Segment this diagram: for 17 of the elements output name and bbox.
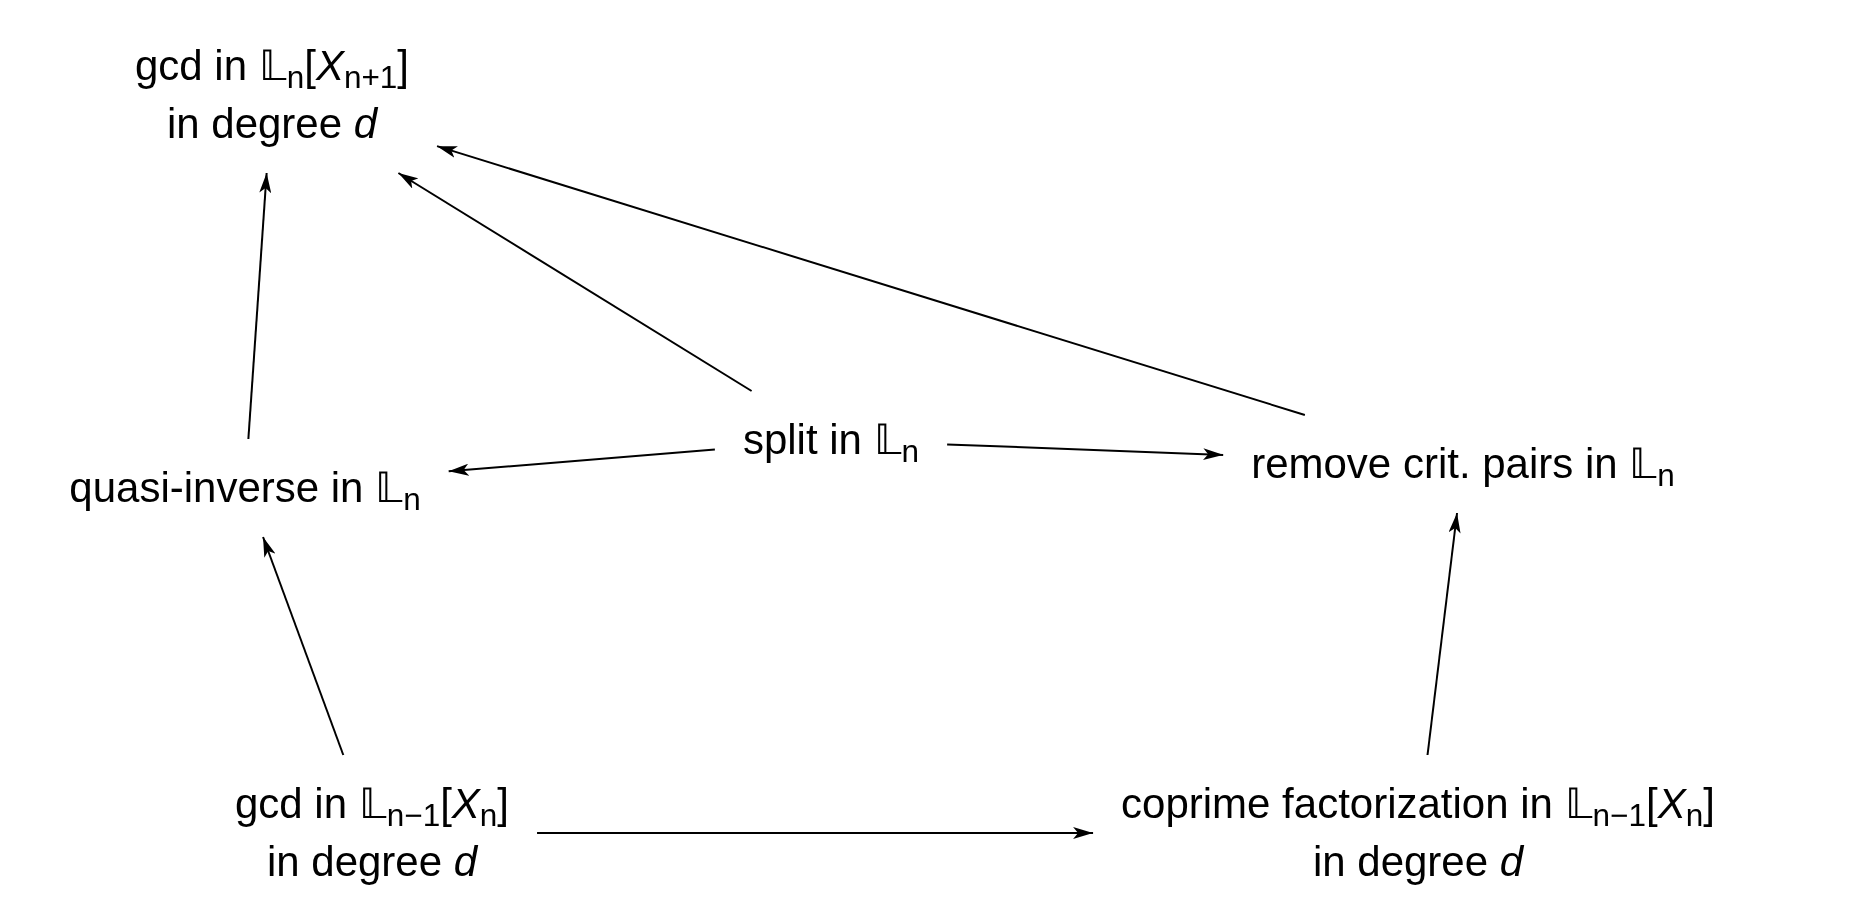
node-label: split in 𝕃$_{n}$ (742, 419, 920, 461)
arrow (1426, 512, 1461, 756)
arrow (946, 443, 1225, 461)
node-label: coprime factorization in 𝕃$_{n−1}$[X$_{n}$] (1121, 783, 1715, 825)
node-label: in degree d (266, 841, 478, 883)
arrow (397, 172, 753, 392)
arrow (262, 536, 345, 756)
node-label: gcd in 𝕃$_{n}$[X$_{n+1}$] (134, 45, 410, 87)
node-label: in degree d (1312, 841, 1524, 883)
arrow (247, 172, 272, 440)
arrow (447, 448, 716, 476)
node-label: in degree d (166, 103, 378, 145)
node-label: quasi-inverse in 𝕃$_{n}$ (69, 467, 421, 509)
node-label: gcd in 𝕃$_{n−1}$[X$_{n}$] (234, 783, 510, 825)
arrow (436, 145, 1306, 416)
arrow (536, 827, 1095, 839)
node-label: remove crit. pairs in 𝕃$_{n}$ (1251, 443, 1675, 485)
